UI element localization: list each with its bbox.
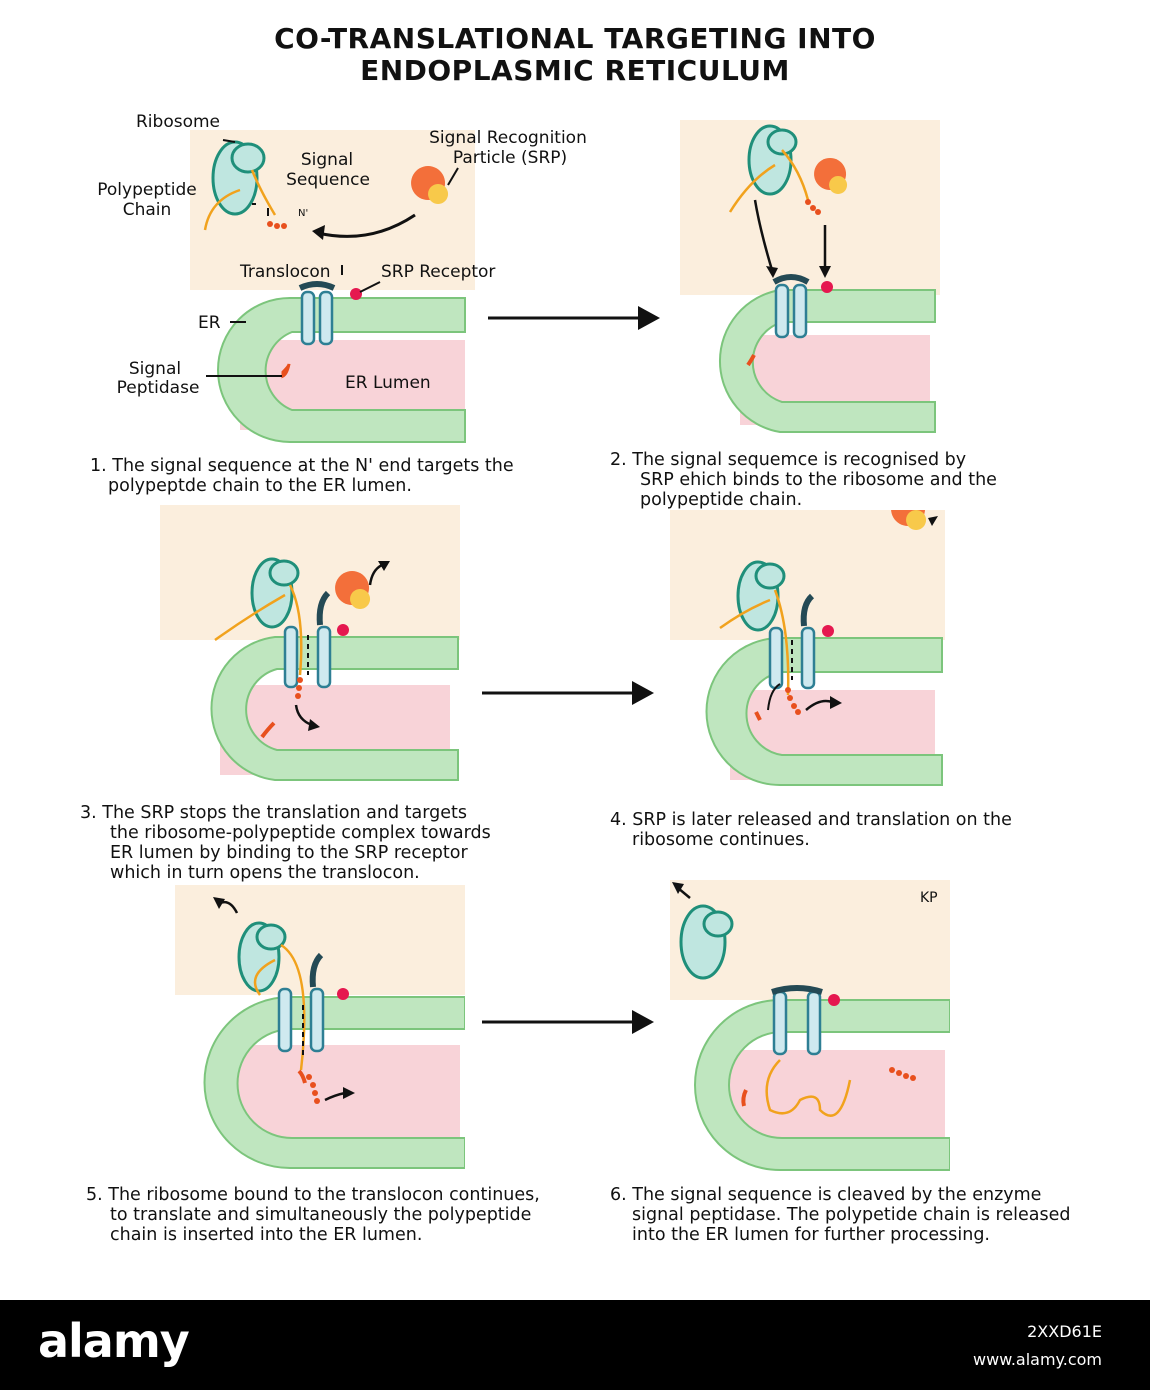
signal-sequence-label-2: Sequence [286,170,370,190]
translocon [298,281,336,346]
signal-sequence-label-1: Signal [300,150,354,170]
polypeptide-label-2: Chain [122,200,172,220]
step-3-line-1: 3. The SRP stops the translation and tar… [80,803,467,823]
er-lumen-label: ER Lumen [345,373,431,393]
step-2-line-3: polypeptide chain. [640,490,803,510]
step-1-line-1: 1. The signal sequence at the N' end tar… [90,456,514,476]
panel-1-leader-lines [206,321,282,377]
step-6-line-3: into the ER lumen for further processing… [632,1225,990,1245]
panel-5-illustration [175,885,465,1169]
srp-receptor [350,288,362,300]
step-6-line-2: signal peptidase. The polypetide chain i… [632,1205,1071,1225]
signal-peptidase [281,363,291,379]
er-label: ER [198,313,221,333]
artist-signature: KP [920,890,938,906]
step-5-line-1: 5. The ribosome bound to the translocon … [86,1185,540,1205]
ribosome [211,140,266,216]
panel-3-illustration [160,505,460,781]
srp [411,166,449,204]
srp-label-1: Signal Recognition [429,128,587,148]
ribosome-label: Ribosome [136,112,221,132]
step-3-line-4: which in turn opens the translocon. [110,863,420,883]
srp-label-2: Particle (SRP) [452,148,568,168]
panel-2-illustration [680,120,940,433]
signal-peptidase-label-2: Peptidase [116,378,200,398]
srp-receptor-label: SRP Receptor [381,262,496,282]
panel-4-illustration [670,510,945,786]
arrow-1-to-2 [488,306,660,330]
translocon-label: Translocon [240,262,331,282]
step-2-line-1: 2. The signal sequemce is recognised by [610,450,967,470]
polypeptide-chain [203,169,277,231]
image-id: 2XXD61E [1027,1322,1102,1341]
signal-sequence-dots [267,221,287,229]
signal-peptidase-label-1: Signal [128,359,182,379]
step-3-line-2: the ribosome-polypeptide complex towards [110,823,491,843]
alamy-logo: alamy [38,1314,190,1368]
arrow-5-to-6 [482,1010,654,1034]
targeting-arrow [317,213,416,238]
er-membrane [217,297,466,443]
watermark-footer: alamy 2XXD61E www.alamy.com [0,1300,1150,1390]
site-url: www.alamy.com [973,1350,1102,1369]
step-5-line-3: chain is inserted into the ER lumen. [110,1225,423,1245]
step-1-line-2: polypeptde chain to the ER lumen. [108,476,412,496]
step-6-line-1: 6. The signal sequence is cleaved by the… [610,1185,1042,1205]
polypeptide-label-1: Polypeptide [97,180,197,200]
step-3-line-3: ER lumen by binding to the SRP receptor [110,843,468,863]
panel-6-illustration [670,880,950,1171]
n-prime-label: N' [298,208,309,219]
step-4-line-2: ribosome continues. [632,830,810,850]
title-line-2: ENDOPLASMIC RETICULUM [360,54,790,87]
panel-1-illustration [190,130,475,443]
arrow-3-to-4 [482,681,654,705]
step-2-line-2: SRP ehich binds to the ribosome and the [640,470,997,490]
title-line-1: CO-TRANSLATIONAL TARGETING INTO [274,22,876,55]
step-4-line-1: 4. SRP is later released and translation… [610,810,1012,830]
step-5-line-2: to translate and simultaneously the poly… [110,1205,532,1225]
